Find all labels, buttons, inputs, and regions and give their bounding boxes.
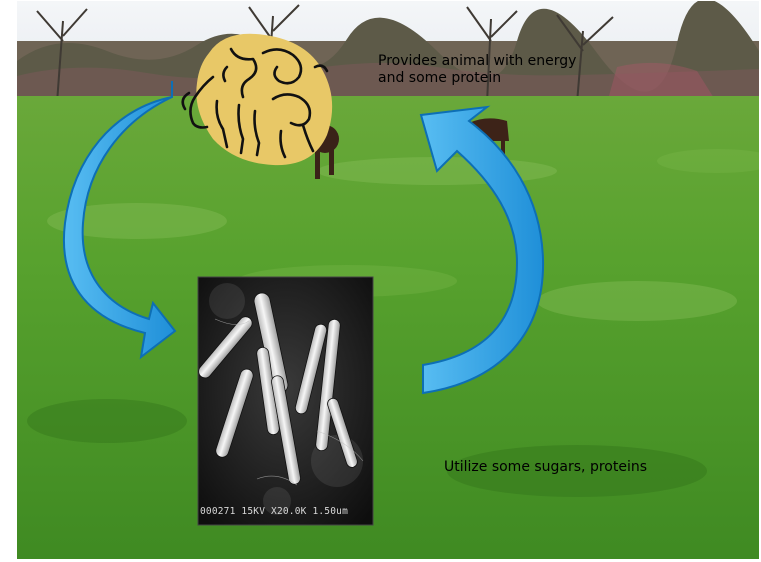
bacteria-micrograph (196, 277, 373, 525)
caption-utilize-sugars: Utilize some sugars, proteins (444, 459, 664, 476)
caption-provides-energy: Provides animal with energy and some pro… (378, 53, 578, 87)
slide: Provides animal with energy and some pro… (17, 1, 759, 559)
micrograph-scale-label: 000271 15KV X20.0K 1.50um (200, 506, 348, 517)
